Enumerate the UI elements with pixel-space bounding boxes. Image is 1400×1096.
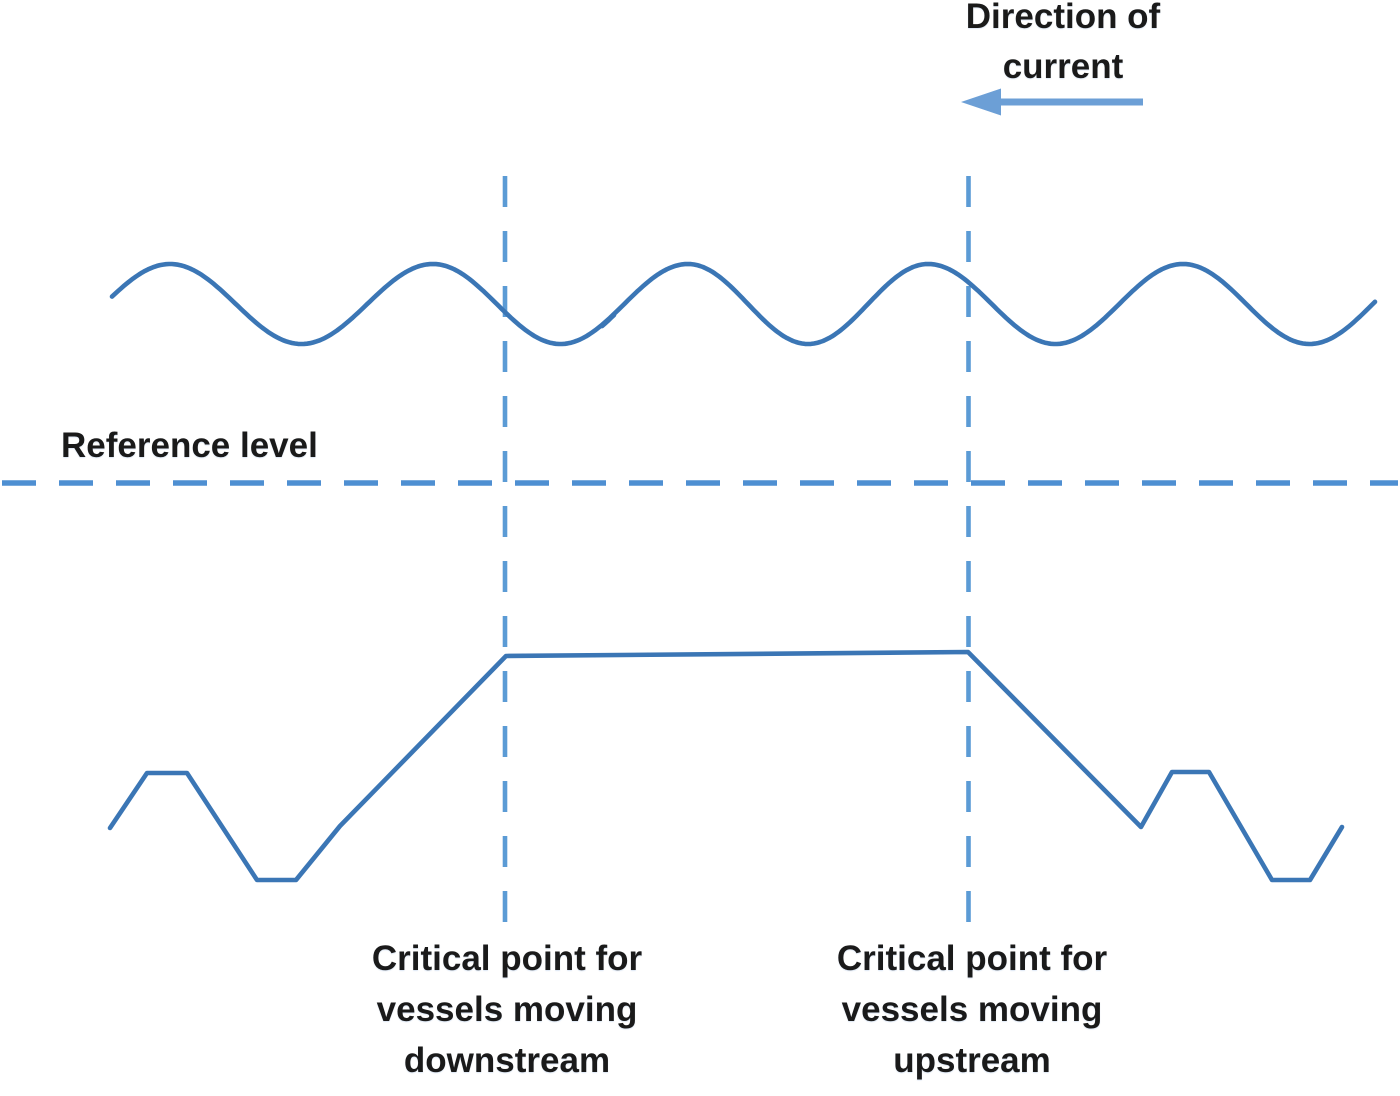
arrow-head-icon bbox=[961, 88, 1001, 116]
critical-point-upstream-label: Critical point for vessels moving upstre… bbox=[836, 939, 1108, 1080]
wave-segment-join-artifact bbox=[599, 312, 617, 329]
water-level-profile bbox=[107, 649, 1345, 883]
reference-level-label: Reference level bbox=[61, 426, 318, 465]
direction-of-current-label: Direction of current bbox=[965, 0, 1161, 86]
critical-point-downstream-label: Critical point for vessels moving downst… bbox=[371, 939, 643, 1080]
water-surface-wave bbox=[109, 261, 1378, 347]
current-direction-arrow bbox=[961, 88, 1143, 116]
